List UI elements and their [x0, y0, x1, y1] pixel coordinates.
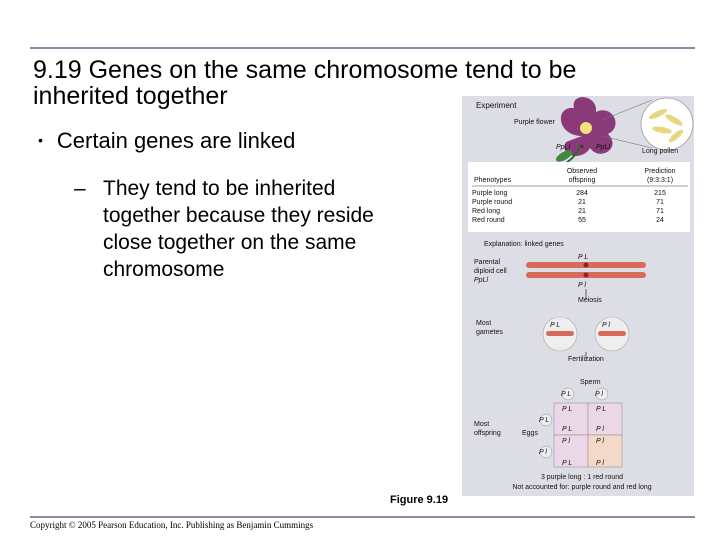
row-4-prediction: 24: [656, 217, 664, 224]
punnett-cell-1-top: P L: [562, 406, 572, 413]
ratio-label: 3 purple long : 1 red round: [541, 474, 623, 481]
row-1-observed: 284: [576, 190, 588, 197]
gametes-line-1: Most: [476, 320, 491, 327]
figure-9-19: Experiment Purple flower PpLl × PpLl Lon…: [462, 96, 694, 496]
purple-flower-label: Purple flower: [514, 119, 556, 126]
col-phenotypes: Phenotypes: [474, 177, 511, 184]
experiment-label: Experiment: [476, 101, 517, 110]
row-1-phenotype: Purple long: [472, 190, 508, 197]
punnett-cell-3-top: P l: [562, 438, 570, 445]
row-2-phenotype: Purple round: [472, 199, 512, 206]
parental-line-3: PpLl: [474, 277, 488, 284]
offspring-line-2: offspring: [474, 430, 501, 437]
col-observed-1: Observed: [567, 168, 597, 175]
bullet-1: • Certain genes are linked: [38, 128, 295, 154]
punnett-cell-2-bottom: P l: [596, 426, 604, 433]
top-rule: [30, 47, 695, 49]
gametes-line-2: gametes: [476, 329, 503, 336]
bullet-2: – They tend to be inherited together bec…: [74, 175, 404, 283]
cross-left: PpLl: [556, 144, 570, 151]
egg-a-label: P L: [539, 417, 549, 424]
bullet-dot-icon: •: [38, 132, 43, 148]
eggs-label: Eggs: [522, 430, 538, 437]
fertilization-label: Fertilization: [568, 356, 604, 363]
parental-line-1: Parental: [474, 259, 501, 266]
gamete-a-label: P L: [550, 322, 560, 329]
parental-line-2: diploid cell: [474, 268, 507, 275]
row-4-observed: 55: [578, 217, 586, 224]
row-3-phenotype: Red long: [472, 208, 500, 215]
chromosome-bottom-label: P l: [578, 282, 586, 289]
explanation-label: Explanation: linked genes: [484, 241, 564, 248]
row-4-phenotype: Red round: [472, 217, 505, 224]
copyright-notice: Copyright © 2005 Pearson Education, Inc.…: [30, 520, 313, 530]
punnett-cell-4-top: P l: [596, 438, 604, 445]
bottom-rule: [30, 516, 695, 518]
figure-svg: Experiment Purple flower PpLl × PpLl Lon…: [462, 96, 694, 496]
cross-right: PpLl: [596, 144, 610, 151]
bullet-2-text: They tend to be inherited together becau…: [103, 175, 404, 283]
punnett-cell-1-bottom: P L: [562, 426, 572, 433]
punnett-cell-3-bottom: P L: [562, 460, 572, 467]
sperm-label: Sperm: [580, 379, 601, 386]
gamete-b-label: P l: [602, 322, 610, 329]
long-pollen-label: Long pollen: [642, 148, 678, 155]
punnett-cell-4-bottom: P l: [596, 460, 604, 467]
col-prediction-1: Prediction: [644, 168, 675, 175]
bullet-1-text: Certain genes are linked: [57, 128, 295, 153]
row-2-prediction: 71: [656, 199, 664, 206]
note-label: Not accounted for: purple round and red …: [512, 484, 651, 491]
row-3-observed: 21: [578, 208, 586, 215]
egg-b-label: P l: [539, 449, 547, 456]
col-prediction-2: (9:3:3:1): [647, 177, 673, 184]
cross-x: ×: [580, 144, 584, 151]
row-2-observed: 21: [578, 199, 586, 206]
punnett-cell-2-top: P L: [596, 406, 606, 413]
sperm-b-label: P l: [595, 391, 603, 398]
chromosome-top-label: P L: [578, 254, 588, 261]
sperm-a-label: P L: [561, 391, 571, 398]
figure-caption: Figure 9.19: [390, 494, 448, 506]
bullet-dash-icon: –: [74, 175, 86, 202]
row-1-prediction: 215: [654, 190, 666, 197]
offspring-line-1: Most: [474, 421, 489, 428]
meiosis-label: Meiosis: [578, 297, 602, 304]
col-observed-2: offspring: [569, 177, 596, 184]
row-3-prediction: 71: [656, 208, 664, 215]
